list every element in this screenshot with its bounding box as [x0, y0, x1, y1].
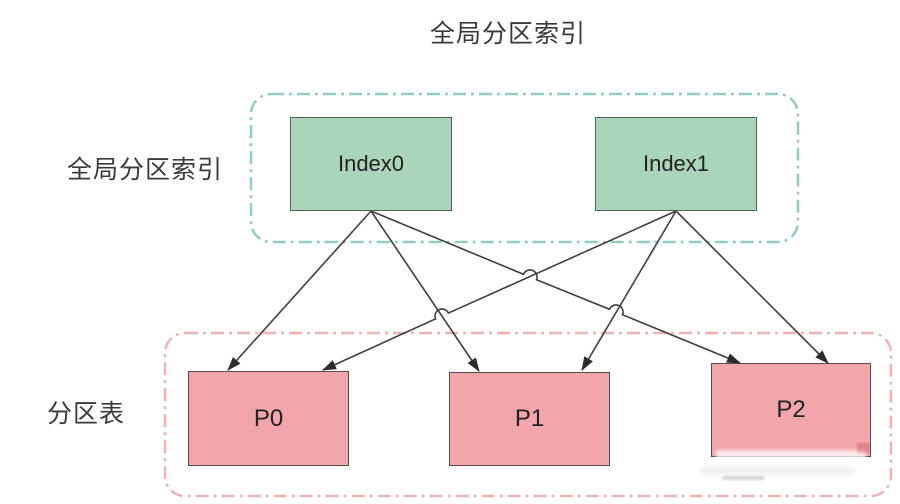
edge-index1-p1: [581, 210, 677, 371]
edge-index0-p1: [370, 210, 480, 372]
node-index0: Index0: [290, 117, 452, 211]
edge-index0-p2: [370, 210, 741, 364]
edge-index1-p2: [675, 210, 829, 364]
node-index0-label: Index0: [337, 151, 405, 176]
node-index1-label: Index1: [642, 151, 710, 176]
edge-index1-p0: [322, 210, 677, 371]
node-p0: P0: [188, 371, 349, 466]
partition-group-container: [163, 331, 893, 498]
node-index1: Index1: [595, 117, 757, 211]
partition-group-label: 分区表: [47, 400, 126, 428]
index-group-container: [249, 92, 800, 244]
edge-index0-p0: [227, 210, 372, 371]
diagram-title: 全局分区索引: [430, 20, 587, 48]
node-p1-label: P1: [514, 405, 545, 432]
node-p2: P2: [711, 363, 871, 457]
node-p2-label: P2: [776, 396, 806, 423]
node-p1: P1: [449, 372, 610, 466]
node-p0-label: P0: [253, 404, 284, 432]
index-group-label: 全局分区索引: [67, 156, 224, 184]
